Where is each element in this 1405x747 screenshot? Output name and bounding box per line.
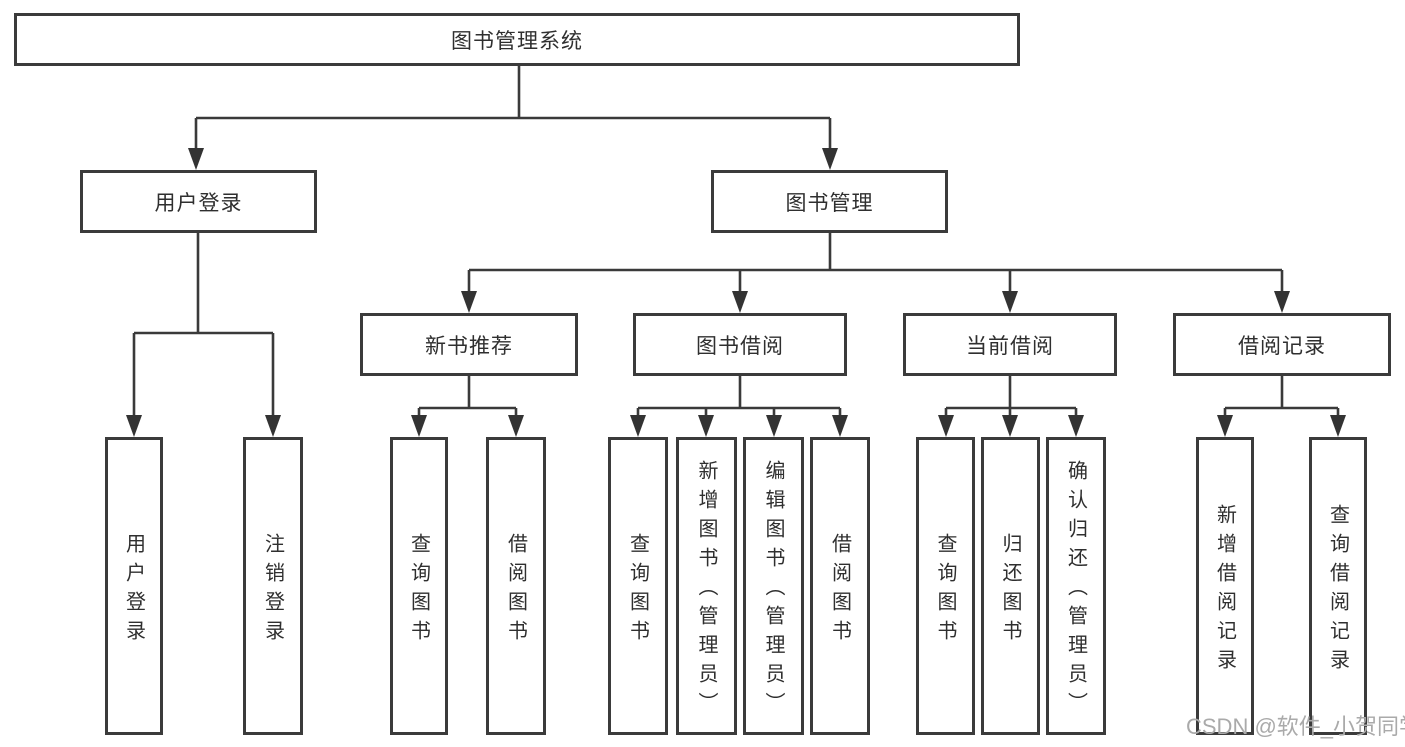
leaf-add-borrow-record-label: 新增借阅记录 (1213, 503, 1236, 678)
leaf-logout: 注销登录 (243, 437, 303, 735)
node-borrow-records-label: 借阅记录 (1238, 334, 1326, 358)
node-book-management: 图书管理 (711, 170, 948, 233)
node-new-book-recommend: 新书推荐 (360, 313, 578, 376)
watermark: CSDN @软件_小贺同学 (1186, 714, 1405, 739)
leaf-borrow-query-label: 查询图书 (626, 532, 649, 649)
node-user-login-label: 用户登录 (154, 191, 243, 215)
leaf-return-book: 归还图书 (981, 437, 1040, 735)
connectors-root (188, 66, 838, 170)
connectors-current-borrow (938, 376, 1084, 437)
leaf-current-query-label: 查询图书 (934, 532, 956, 649)
leaf-confirm-return-admin-label: 确认归还（管理员） (1064, 460, 1087, 721)
leaf-current-query: 查询图书 (916, 437, 975, 735)
leaf-add-book-admin-label: 新增图书（管理员） (695, 460, 717, 721)
leaf-add-borrow-record: 新增借阅记录 (1196, 437, 1254, 735)
node-new-book-recommend-label: 新书推荐 (425, 334, 513, 358)
leaf-newbook-borrow: 借阅图书 (486, 437, 546, 735)
leaf-borrow-book-label: 借阅图书 (828, 532, 851, 649)
node-current-borrow: 当前借阅 (903, 313, 1117, 376)
connectors-book-borrow (630, 376, 848, 437)
leaf-newbook-query: 查询图书 (390, 437, 448, 735)
leaf-newbook-borrow-label: 借阅图书 (504, 532, 527, 649)
connectors-borrow-records (1217, 376, 1346, 437)
leaf-query-borrow-record-label: 查询借阅记录 (1326, 503, 1349, 678)
node-book-borrow-label: 图书借阅 (696, 334, 784, 358)
leaf-edit-book-admin-label: 编辑图书（管理员） (762, 460, 784, 721)
node-current-borrow-label: 当前借阅 (966, 334, 1054, 358)
node-book-management-label: 图书管理 (785, 191, 874, 215)
node-user-login: 用户登录 (80, 170, 317, 233)
node-borrow-records: 借阅记录 (1173, 313, 1391, 376)
leaf-user-login-label: 用户登录 (122, 532, 145, 649)
leaf-newbook-query-label: 查询图书 (407, 532, 430, 649)
leaf-user-login: 用户登录 (105, 437, 163, 735)
connectors-user-login (126, 233, 281, 437)
connectors-new-book (411, 376, 524, 437)
leaf-borrow-query: 查询图书 (608, 437, 668, 735)
leaf-edit-book-admin: 编辑图书（管理员） (743, 437, 804, 735)
leaf-return-book-label: 归还图书 (999, 532, 1021, 649)
leaf-add-book-admin: 新增图书（管理员） (676, 437, 737, 735)
node-root-label: 图书管理系统 (451, 29, 583, 53)
node-root: 图书管理系统 (14, 13, 1020, 66)
node-book-borrow: 图书借阅 (633, 313, 847, 376)
connectors-book-management (461, 233, 1290, 313)
leaf-logout-label: 注销登录 (261, 532, 284, 649)
leaf-borrow-book: 借阅图书 (810, 437, 870, 735)
leaf-query-borrow-record: 查询借阅记录 (1309, 437, 1367, 735)
leaf-confirm-return-admin: 确认归还（管理员） (1046, 437, 1106, 735)
